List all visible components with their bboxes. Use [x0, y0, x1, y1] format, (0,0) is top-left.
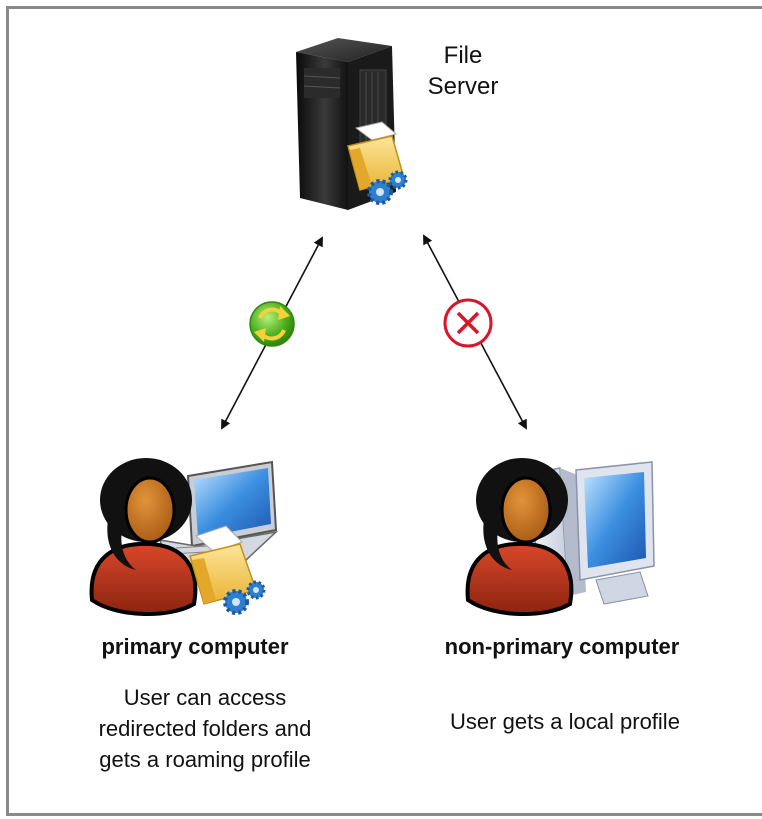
primary-computer-description: User can access redirected folders and g… — [50, 682, 360, 775]
folder-icon — [189, 525, 257, 605]
user-desktop-icon — [465, 458, 655, 617]
file-server-label: File Server — [408, 40, 518, 102]
primary-desc-line2: redirected folders and — [98, 716, 312, 741]
laptop-icon — [158, 460, 279, 567]
blocked-icon — [443, 298, 493, 348]
file-server-label-line2: Server — [427, 73, 499, 100]
file-server-label-line1: File — [443, 42, 483, 69]
non-primary-computer-title: non-primary computer — [444, 634, 680, 659]
non-primary-computer-description: User gets a local profile — [400, 706, 730, 737]
frame-border — [6, 6, 762, 813]
sync-icon — [249, 301, 295, 347]
primary-desc-line1: User can access — [123, 685, 287, 710]
user-icon — [89, 458, 198, 617]
gear-icon — [223, 580, 266, 615]
gear-icon — [367, 170, 408, 205]
primary-desc-line3: gets a roaming profile — [99, 747, 311, 772]
user-icon — [465, 458, 574, 617]
frame-bottom-edge — [6, 813, 762, 816]
user-laptop-icon — [89, 458, 279, 617]
primary-computer-title: primary computer — [101, 634, 289, 659]
non-primary-desc-line1: User gets a local profile — [450, 709, 680, 734]
